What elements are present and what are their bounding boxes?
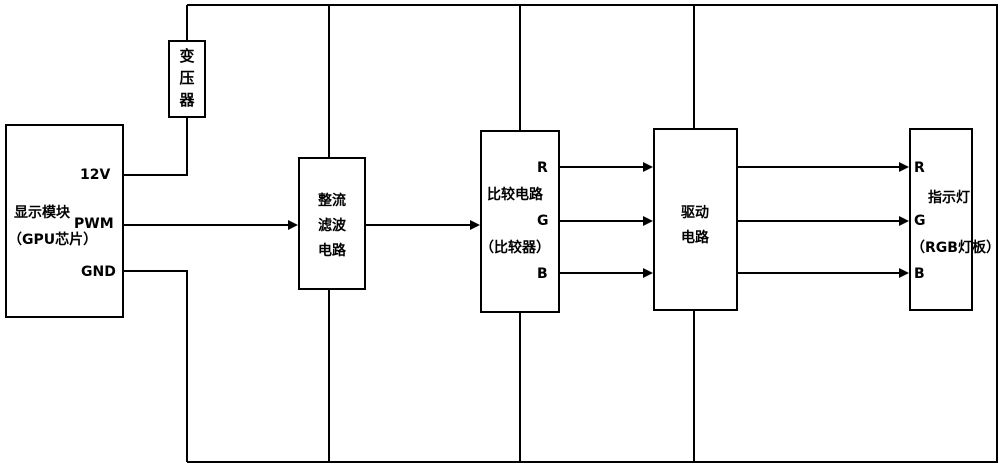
arrow-to-comparator <box>470 220 480 230</box>
comparator-port-r: R <box>537 160 548 176</box>
display-module-title: 显示模块 <box>14 205 70 221</box>
comparator-title: 比较电路 <box>487 187 543 203</box>
comparator-subtitle: （比较器） <box>480 240 550 256</box>
indicator-port-b: B <box>914 266 925 282</box>
pin-12v-label: 12V <box>80 167 110 183</box>
indicator-subtitle: （RGB灯板） <box>911 240 1000 256</box>
arrow-r-to-driver <box>643 162 653 172</box>
arrow-g-to-driver <box>643 216 653 226</box>
driver-label-2: 电路 <box>681 230 709 246</box>
transformer-to-12v-wire <box>123 118 187 175</box>
transformer-char-2: 压 <box>177 68 197 89</box>
pin-gnd-label: GND <box>81 264 116 280</box>
transformer-char-3: 器 <box>177 90 197 111</box>
arrow-r-to-indicator <box>899 162 909 172</box>
driver-label-1: 驱动 <box>681 205 709 221</box>
gnd-to-bottom-bus-wire <box>123 271 187 462</box>
display-module-subtitle: （GPU芯片） <box>8 232 97 248</box>
arrow-to-rectifier <box>288 220 298 230</box>
transformer-char-1: 变 <box>177 46 197 67</box>
arrow-b-to-driver <box>643 268 653 278</box>
arrow-g-to-indicator <box>899 216 909 226</box>
rectifier-label-2: 滤波 <box>318 218 346 234</box>
arrow-b-to-indicator <box>899 268 909 278</box>
indicator-port-r: R <box>914 160 925 176</box>
indicator-port-g: G <box>914 213 926 229</box>
pin-pwm-label: PWM <box>74 216 114 232</box>
comparator-port-b: B <box>537 266 548 282</box>
comparator-port-g: G <box>537 213 549 229</box>
rectifier-label-3: 电路 <box>318 243 346 259</box>
indicator-title: 指示灯 <box>928 190 970 206</box>
rectifier-label-1: 整流 <box>318 193 346 209</box>
